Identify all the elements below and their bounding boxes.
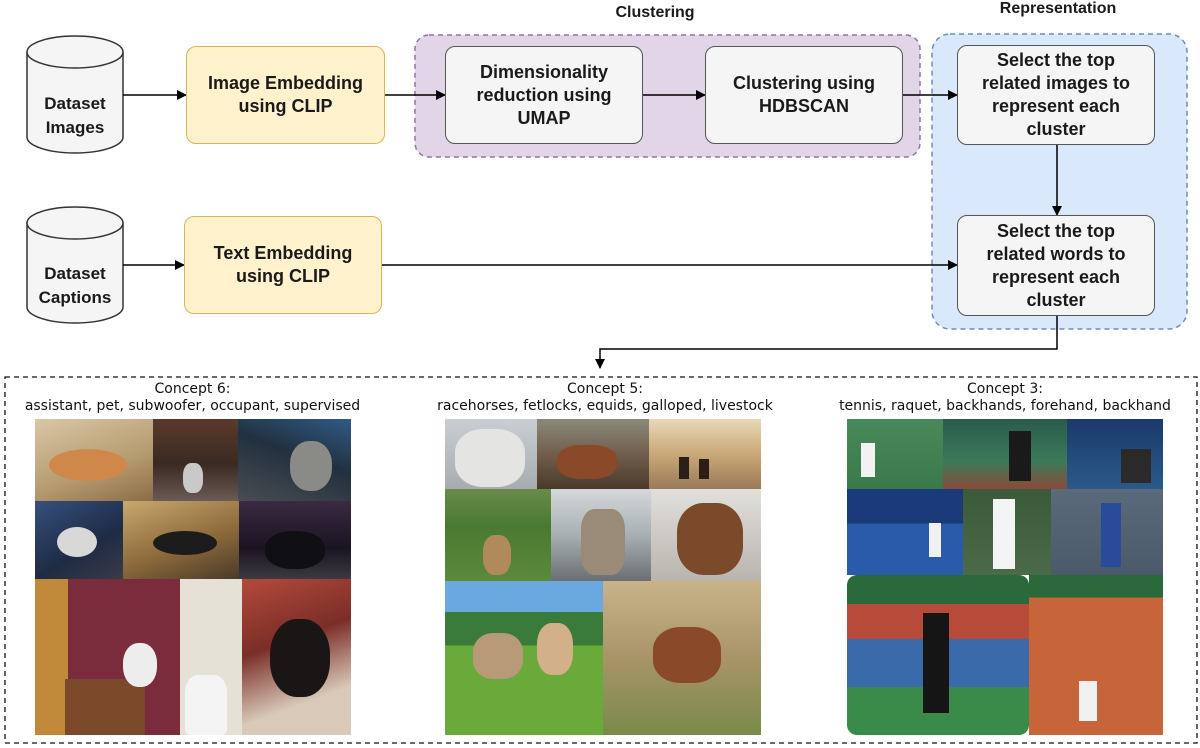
- horse-photo: [551, 489, 651, 581]
- horse-photo: [445, 581, 603, 735]
- arrow-words-to-concepts: [595, 316, 1058, 369]
- tennis-photo: [1067, 419, 1163, 489]
- concept-6-title: Concept 6:: [154, 381, 231, 397]
- horse-photo: [445, 419, 537, 489]
- tennis-photo: [847, 575, 1029, 735]
- cat-photo: [153, 419, 238, 501]
- tennis-photo: [1029, 575, 1163, 735]
- cat-photo: [35, 419, 153, 501]
- concept-5-title: Concept 5:: [567, 381, 643, 397]
- cat-photo: [35, 501, 123, 579]
- cat-photo: [35, 579, 242, 735]
- cat-photo: [238, 419, 351, 501]
- clustering-group-label: Clustering: [615, 4, 695, 21]
- dataset-captions-label: Dataset Captions: [38, 264, 112, 307]
- dataset-images-label: Dataset Images: [44, 94, 106, 137]
- dataset-captions-cylinder: [26, 206, 124, 324]
- horse-photo: [649, 419, 761, 489]
- tennis-photo: [1051, 489, 1163, 575]
- tennis-photo: [847, 489, 963, 575]
- concept-5-words: racehorses, fetlocks, equids, galloped, …: [437, 398, 773, 414]
- horse-photo: [537, 419, 649, 489]
- select-words-box: Select the top related words to represen…: [957, 215, 1155, 316]
- concept-3-image-mosaic: [847, 419, 1163, 735]
- umap-box: Dimensionality reduction using UMAP: [445, 46, 643, 144]
- tennis-photo: [847, 419, 943, 489]
- concept-6-caption: Concept 6: assistant, pet, subwoofer, oc…: [0, 381, 385, 415]
- concept-5-caption: Concept 5: racehorses, fetlocks, equids,…: [410, 381, 800, 415]
- horse-photo: [445, 489, 551, 581]
- concept-3-words: tennis, raquet, backhands, forehand, bac…: [839, 398, 1171, 414]
- concept-3-title: Concept 3:: [967, 381, 1043, 397]
- concept-5-image-mosaic: [445, 419, 761, 735]
- representation-group-label: Representation: [999, 0, 1117, 17]
- concept-6-image-mosaic: [35, 419, 351, 735]
- select-images-box: Select the top related images to represe…: [957, 45, 1155, 145]
- concepts-container: [4, 376, 1198, 744]
- cat-photo: [242, 579, 351, 735]
- concept-3-caption: Concept 3: tennis, raquet, backhands, fo…: [815, 381, 1195, 415]
- tennis-photo: [963, 489, 1051, 575]
- tennis-photo: [943, 419, 1067, 489]
- cat-photo: [239, 501, 351, 579]
- horse-photo: [651, 489, 761, 581]
- dataset-images-cylinder: [26, 35, 124, 154]
- cat-photo: [123, 501, 239, 579]
- text-embedding-box: Text Embedding using CLIP: [184, 216, 382, 314]
- concept-6-words: assistant, pet, subwoofer, occupant, sup…: [24, 398, 361, 414]
- horse-photo: [603, 581, 761, 735]
- image-embedding-box: Image Embedding using CLIP: [186, 46, 385, 144]
- hdbscan-box: Clustering using HDBSCAN: [705, 46, 903, 144]
